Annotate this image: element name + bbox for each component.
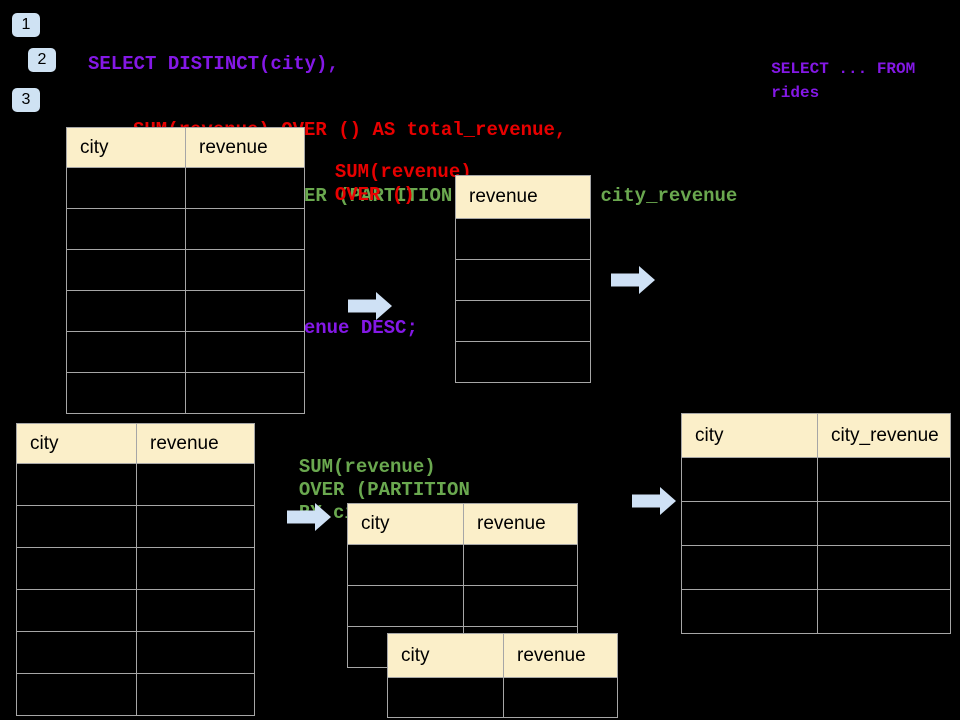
empty-cell [17, 632, 137, 674]
empty-cell [682, 546, 818, 590]
table-city-revenue-result: city city_revenue [681, 413, 951, 634]
empty-cell [818, 590, 951, 634]
empty-cell [186, 250, 305, 291]
table-header-city: city [348, 504, 464, 545]
empty-cell [137, 548, 255, 590]
table-header-city: city [67, 128, 186, 168]
empty-cell [818, 458, 951, 502]
table-header-revenue: revenue [504, 634, 618, 678]
step-badge-3: 3 [12, 88, 40, 112]
empty-cell [456, 219, 591, 260]
empty-cell [682, 590, 818, 634]
empty-cell [464, 586, 578, 627]
table-source-bottom: city revenue [16, 423, 255, 716]
side-note-line2: rides [771, 84, 820, 102]
empty-cell [137, 674, 255, 716]
total-annotation-line1: SUM(revenue) [334, 161, 472, 183]
table-header-revenue: revenue [186, 128, 305, 168]
empty-cell [348, 586, 464, 627]
table-header-revenue: revenue [464, 504, 578, 545]
table-header-city-revenue: city_revenue [818, 414, 951, 458]
empty-cell [67, 168, 186, 209]
partition-annotation-line1: SUM(revenue) [298, 456, 436, 478]
arrow-right-icon [632, 487, 676, 515]
empty-cell [818, 546, 951, 590]
empty-cell [456, 342, 591, 383]
empty-cell [456, 260, 591, 301]
empty-cell [17, 674, 137, 716]
partition-annotation-line2: OVER (PARTITION [298, 479, 470, 501]
empty-cell [682, 458, 818, 502]
empty-cell [186, 168, 305, 209]
empty-cell [186, 332, 305, 373]
empty-cell [456, 301, 591, 342]
table-header-revenue: revenue [456, 176, 591, 219]
empty-cell [67, 373, 186, 414]
total-revenue-annotation: SUM(revenue) OVER () [312, 138, 472, 207]
table-header-city: city [388, 634, 504, 678]
sql-line-select: SELECT DISTINCT(city), [88, 53, 339, 75]
empty-cell [186, 291, 305, 332]
table-total-result: revenue [455, 175, 591, 383]
table-partition-overlap: city revenue [387, 633, 618, 718]
empty-cell [17, 464, 137, 506]
empty-cell [818, 502, 951, 546]
empty-cell [388, 678, 504, 718]
empty-cell [67, 291, 186, 332]
empty-cell [682, 502, 818, 546]
arrow-right-icon [348, 292, 392, 320]
table-header-city: city [682, 414, 818, 458]
table-source-top: city revenue [66, 127, 305, 414]
empty-cell [464, 545, 578, 586]
arrow-right-icon [611, 266, 655, 294]
step-badge-1: 1 [12, 13, 40, 37]
empty-cell [67, 209, 186, 250]
table-header-city: city [17, 424, 137, 464]
empty-cell [137, 464, 255, 506]
total-annotation-line2: OVER () [334, 184, 415, 206]
side-note-select-from-rides: SELECT ... FROM rides [752, 33, 915, 105]
table-header-revenue: revenue [137, 424, 255, 464]
empty-cell [137, 590, 255, 632]
empty-cell [17, 548, 137, 590]
step-badge-2: 2 [28, 48, 56, 72]
empty-cell [67, 250, 186, 291]
empty-cell [17, 590, 137, 632]
empty-cell [504, 678, 618, 718]
empty-cell [67, 332, 186, 373]
arrow-right-icon [287, 503, 331, 531]
empty-cell [348, 545, 464, 586]
empty-cell [137, 632, 255, 674]
empty-cell [186, 209, 305, 250]
empty-cell [17, 506, 137, 548]
side-note-line1: SELECT ... FROM [771, 60, 916, 78]
empty-cell [186, 373, 305, 414]
empty-cell [137, 506, 255, 548]
